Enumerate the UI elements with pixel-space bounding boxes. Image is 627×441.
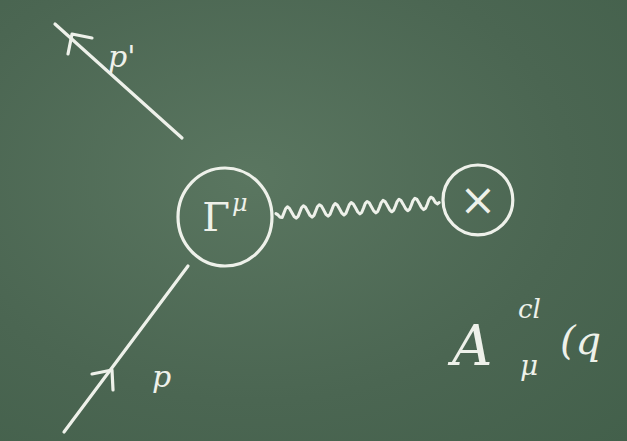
superscript-label: cl: [518, 296, 541, 322]
field-symbol: A: [452, 318, 492, 374]
fermion-arrowhead: [92, 370, 113, 390]
outgoing-fermion-line: [55, 24, 182, 138]
subscript-label: μ: [520, 352, 538, 380]
source-crossed-circle: ×: [441, 163, 515, 237]
superscript-index: μ: [232, 191, 248, 215]
photon-line: [276, 197, 439, 218]
field-argument: (q: [560, 320, 601, 360]
node-symbol: ×: [460, 178, 497, 222]
vertex-circle: Γμ: [176, 166, 274, 268]
node-symbol: Γ: [202, 197, 230, 237]
momentum-label: p': [108, 42, 135, 72]
incoming-fermion-line: [64, 266, 188, 432]
momentum-label: p: [152, 362, 171, 392]
fermion-arrowhead: [68, 34, 92, 54]
